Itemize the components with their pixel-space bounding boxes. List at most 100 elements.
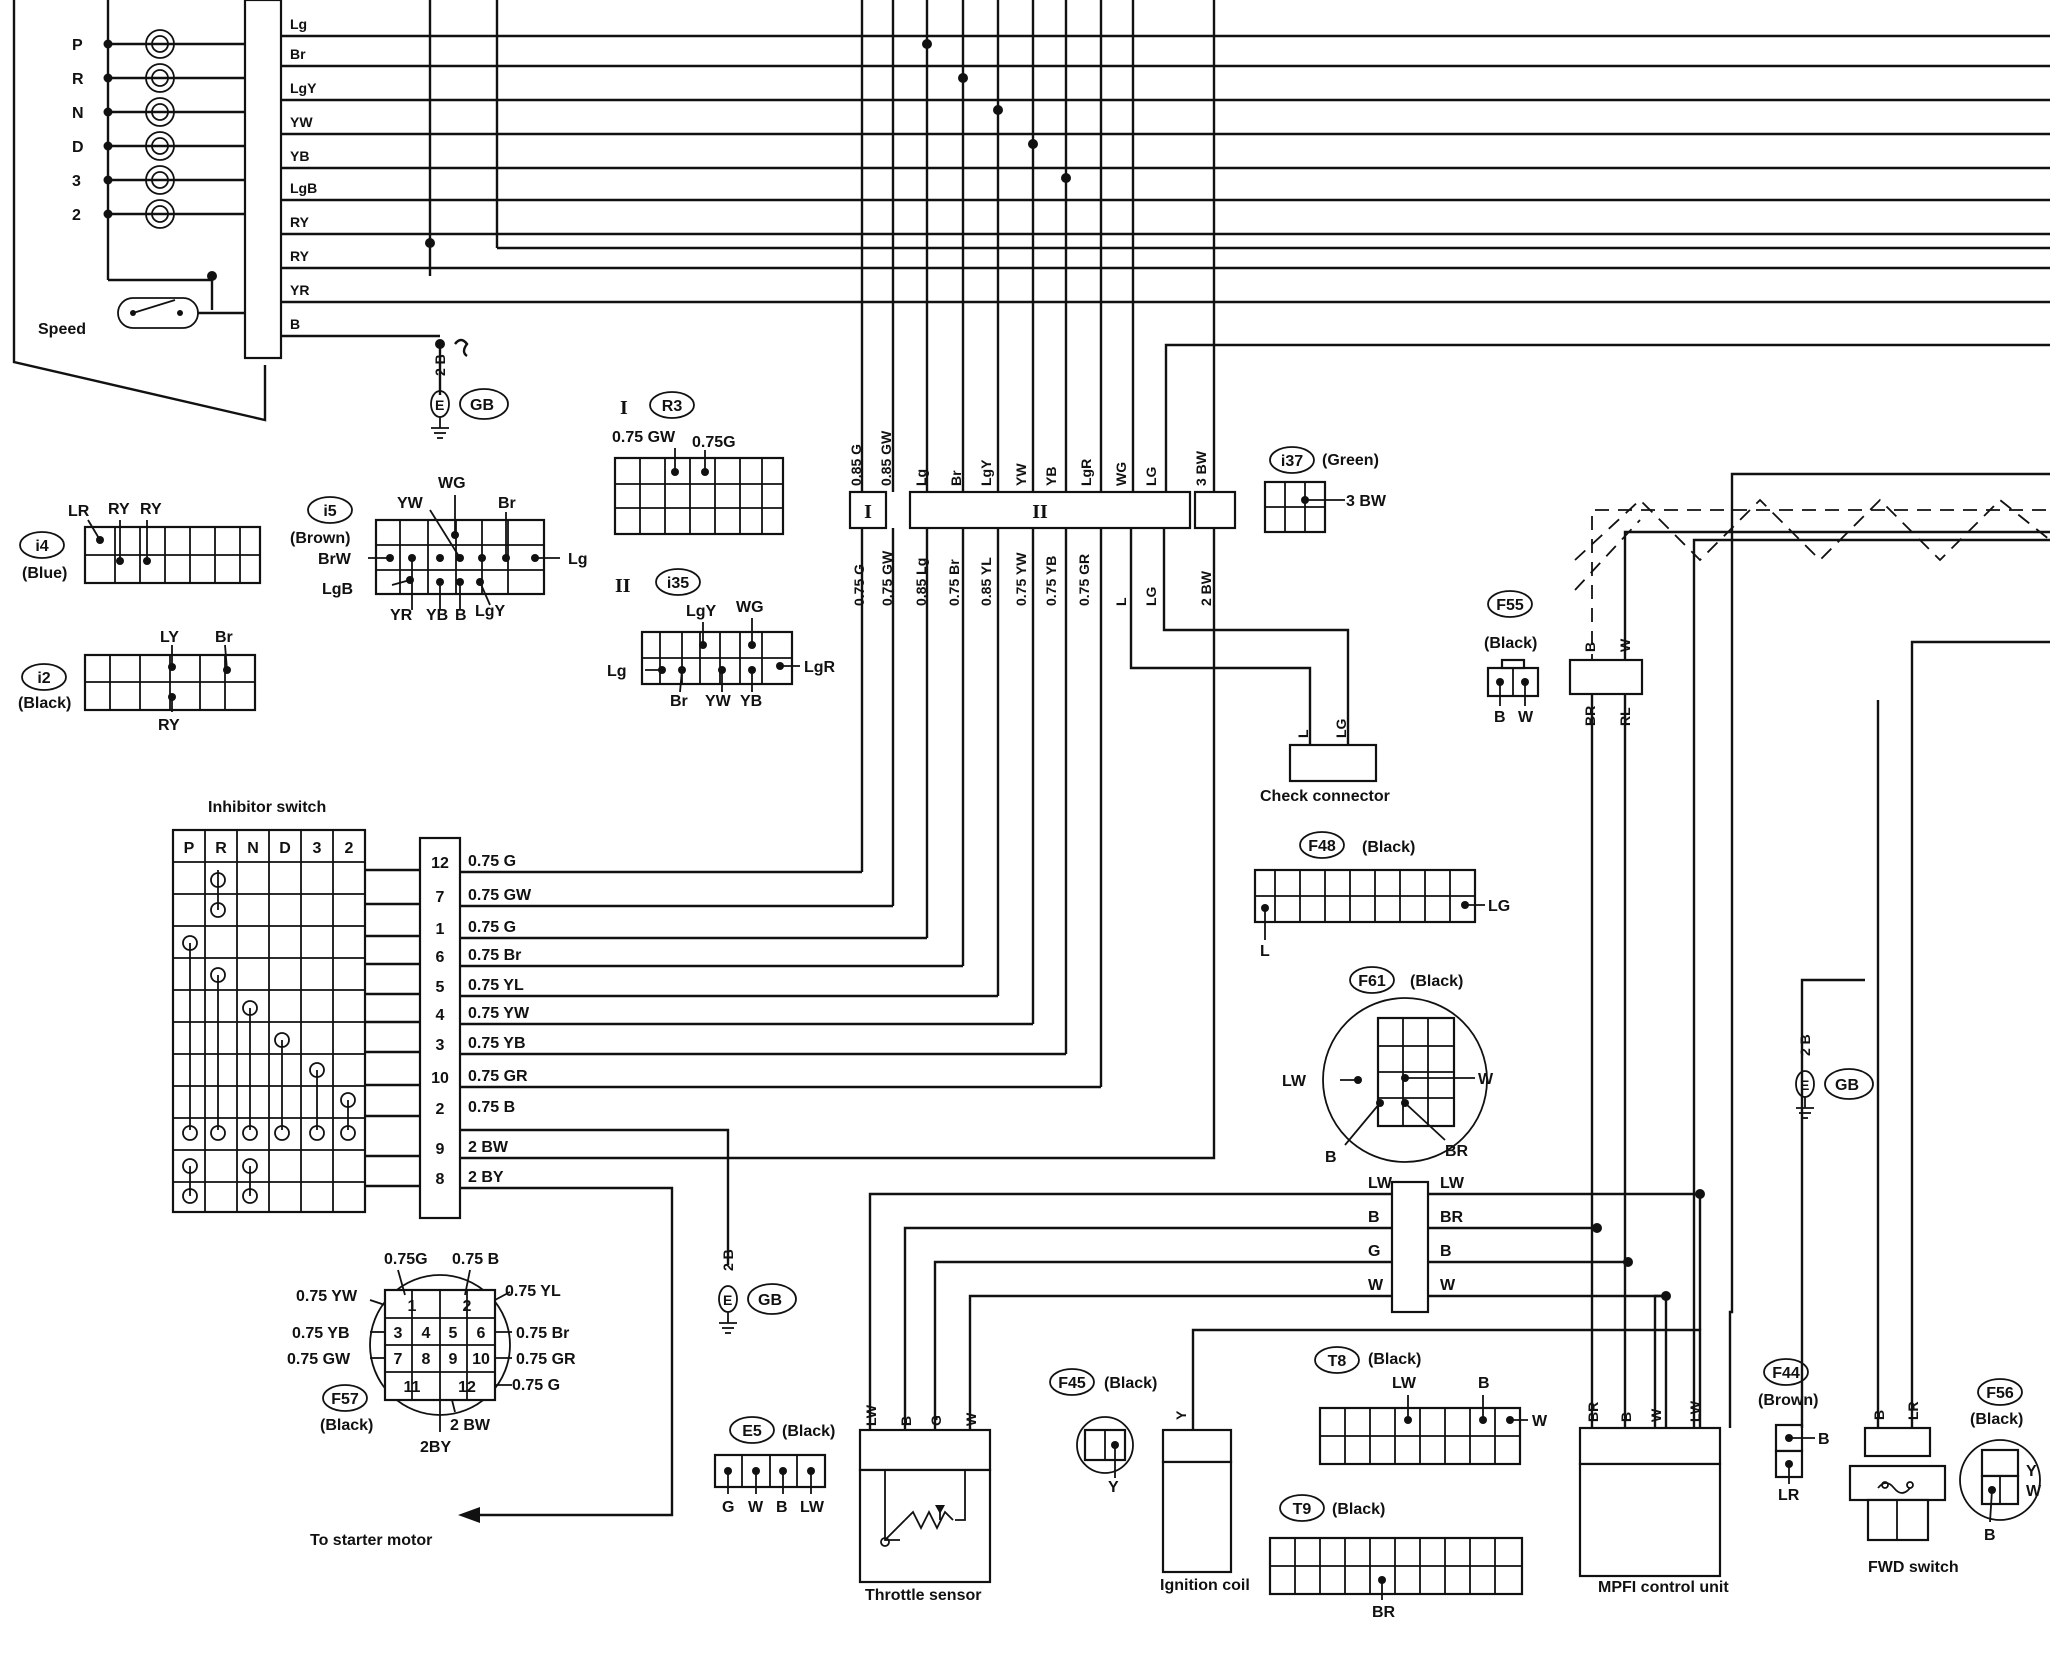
f55-color: (Black) bbox=[1484, 635, 1537, 652]
connector-id-bubble bbox=[1269, 446, 1315, 474]
right-harness-wire-label: RL bbox=[1617, 707, 1633, 726]
harness-joint-right bbox=[1390, 1180, 1430, 1314]
ground-wire-label: 2 B bbox=[1797, 1034, 1813, 1056]
connector-i2: LY Br RY (Black) bbox=[18, 629, 257, 734]
i4-pin-lr: LR bbox=[68, 503, 90, 520]
joint-right-left-label: G bbox=[1368, 1243, 1380, 1260]
connector-id-label: F57 bbox=[331, 1391, 359, 1408]
f57-pin-0-75yw: 0.75 YW bbox=[296, 1288, 358, 1305]
joint-bottom-wire-label: 0.75 GR bbox=[1076, 554, 1092, 606]
inhibitor-terminal-wire: 0.75 YB bbox=[468, 1035, 526, 1052]
i35-pin-wg: WG bbox=[736, 599, 764, 616]
f57-pin-number: 10 bbox=[472, 1351, 490, 1368]
f61-color: (Black) bbox=[1410, 973, 1463, 990]
connector-id-label: T8 bbox=[1328, 1353, 1347, 1370]
bus-wire-label: YB bbox=[290, 148, 309, 164]
mpfi-pin-label: LW bbox=[1687, 1400, 1703, 1422]
f56-pin-y: Y bbox=[2026, 1463, 2037, 1480]
f57-color: (Black) bbox=[320, 1417, 373, 1434]
inhibitor-terminal-wire: 2 BY bbox=[468, 1169, 504, 1186]
connector-id-bubble bbox=[21, 663, 67, 691]
ground-node: E bbox=[435, 397, 444, 413]
check-connector: L LG Check connector bbox=[1129, 528, 1390, 805]
ignition-coil-label: Ignition coil bbox=[1160, 1577, 1250, 1594]
t9-pin-br: BR bbox=[1372, 1604, 1396, 1621]
i5-pin-lg: Lg bbox=[568, 551, 588, 568]
i35-pin-lgr: LgR bbox=[804, 659, 836, 676]
joint-bottom-wire-label: 0.85 Lg bbox=[913, 558, 929, 606]
r3-prefix: I bbox=[620, 397, 628, 419]
inhibitor-terminal-pin: 5 bbox=[436, 979, 445, 996]
mpfi-pin-label: BR bbox=[1585, 1402, 1601, 1422]
inhibitor-column-label: 2 bbox=[345, 840, 354, 857]
connector-i35: LgY WG Lg LgR Br YW YB II bbox=[607, 575, 836, 710]
f57-pin-0-75gr: 0.75 GR bbox=[516, 1351, 576, 1368]
connector-id-label: E5 bbox=[742, 1423, 762, 1440]
inhibitor-switch-title: Inhibitor switch bbox=[208, 799, 326, 816]
joint-top-wire-label: LgY bbox=[978, 459, 994, 486]
connector-id-bubble bbox=[1487, 590, 1533, 618]
right-harness-wire-label: W bbox=[1617, 638, 1633, 652]
connector-id-bubble bbox=[655, 568, 701, 596]
i35-prefix: II bbox=[615, 575, 631, 597]
bus-wire-label: YW bbox=[290, 114, 313, 130]
f55-pin-b: B bbox=[1494, 709, 1506, 726]
f57-pin-number: 4 bbox=[422, 1325, 431, 1342]
i5-pin-lgy: LgY bbox=[475, 603, 506, 620]
joint-right-right-label: BR bbox=[1440, 1209, 1464, 1226]
joint-right-right-label: W bbox=[1440, 1277, 1456, 1294]
connector-r3: 0.75 GW 0.75G I bbox=[612, 397, 785, 536]
throttle-sensor: Throttle sensor bbox=[858, 1428, 992, 1604]
connector-i4: LR RY RY (Blue) bbox=[22, 501, 262, 585]
f44-color: (Brown) bbox=[1758, 1392, 1818, 1409]
r3-pin-0-75g: 0.75G bbox=[692, 434, 736, 451]
i37-color: (Green) bbox=[1322, 452, 1379, 469]
joint-bottom-wire-label: 0.75 GW bbox=[879, 550, 895, 606]
f57-pin-0-75g: 0.75G bbox=[384, 1251, 428, 1268]
f57-pin-number: 2 bbox=[463, 1298, 472, 1315]
f57-pin-2bw: 2 BW bbox=[450, 1417, 491, 1434]
t8-color: (Black) bbox=[1368, 1351, 1421, 1368]
meter-connector-block bbox=[243, 0, 283, 360]
joint-right-right-label: B bbox=[1440, 1243, 1452, 1260]
connector-id-label: F61 bbox=[1358, 973, 1386, 990]
gear-label: R bbox=[72, 71, 84, 88]
connector-id-bubble bbox=[1349, 966, 1395, 994]
f57-pin-0-75br: 0.75 Br bbox=[516, 1325, 569, 1342]
connector-f56: B Y W (Black) bbox=[1959, 1411, 2042, 1544]
speed-switch: Speed bbox=[38, 297, 245, 338]
mpfi-pin-label: B bbox=[1618, 1412, 1634, 1422]
starter-note: To starter motor bbox=[310, 1532, 432, 1549]
connector-id-bubble bbox=[1299, 831, 1345, 859]
bus-wire-label: Lg bbox=[290, 16, 307, 32]
t9-color: (Black) bbox=[1332, 1501, 1385, 1518]
connector-id-label: i37 bbox=[1281, 453, 1303, 470]
joint-section-ii bbox=[908, 490, 1192, 530]
connector-id-bubble bbox=[19, 531, 65, 559]
connector-f45: Y (Black) bbox=[1076, 1375, 1157, 1496]
r3-pin-0-75gw: 0.75 GW bbox=[612, 429, 676, 446]
joint-label-i: I bbox=[864, 501, 872, 523]
connector-id-bubble bbox=[1279, 1494, 1325, 1522]
joint-right-left-label: LW bbox=[1368, 1175, 1393, 1192]
i4-pin-ry-1: RY bbox=[108, 501, 130, 518]
f57-pin-0-75gw: 0.75 GW bbox=[287, 1351, 351, 1368]
connector-id-bubbles: i4i2i5R3i35i37F55F48F61F57E5F45T8T9F44F5… bbox=[19, 391, 2023, 1522]
f57-pin-0-75yb: 0.75 YB bbox=[292, 1325, 350, 1342]
inhibitor-terminal-wire: 0.75 G bbox=[468, 853, 516, 870]
gear-label: 2 bbox=[72, 207, 81, 224]
right-harness-wire-label: BR bbox=[1582, 706, 1598, 726]
inhibitor-terminal-wire: 0.75 YL bbox=[468, 977, 524, 994]
harness-joint-connector: I II bbox=[848, 490, 1237, 530]
i4-color: (Blue) bbox=[22, 565, 67, 582]
ground-node: E bbox=[1800, 1077, 1809, 1093]
fwd-switch-label: FWD switch bbox=[1868, 1559, 1959, 1576]
f57-pin-0-75yl: 0.75 YL bbox=[505, 1283, 561, 1300]
connector-id-bubble bbox=[1049, 1368, 1095, 1396]
